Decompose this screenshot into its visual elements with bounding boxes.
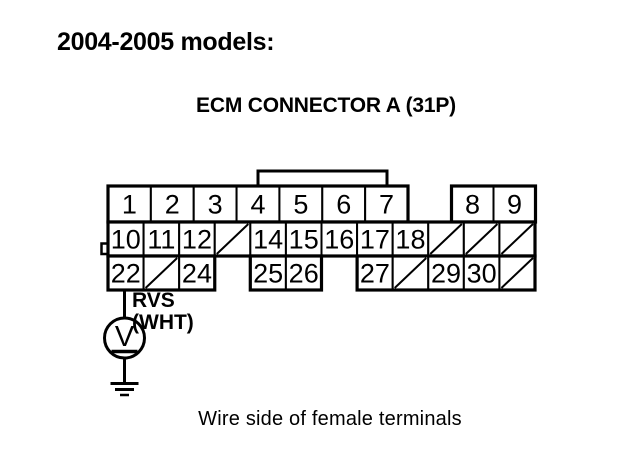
blank-cell-diagonal — [500, 223, 534, 255]
pin-label-17: 17 — [360, 225, 390, 255]
blank-cell-diagonal — [429, 223, 463, 255]
pin-label-4: 4 — [250, 190, 265, 220]
pin-cell-9 — [492, 185, 537, 223]
connector-heading: ECM CONNECTOR A (31P) — [196, 94, 456, 117]
pin-label-10: 10 — [111, 225, 141, 255]
pin-label-11: 11 — [147, 225, 175, 255]
signal-name: RVS — [132, 289, 175, 312]
pin-label-7: 7 — [379, 190, 394, 220]
pin-label-29: 29 — [431, 259, 461, 289]
pin-label-30: 30 — [467, 259, 497, 289]
pin-label-16: 16 — [324, 225, 354, 255]
blank-cell-diagonal — [393, 257, 427, 289]
pin-label-5: 5 — [293, 190, 308, 220]
pin-label-8: 8 — [465, 190, 480, 220]
connector-block-outline — [106, 254, 217, 292]
model-heading: 2004-2005 models: — [57, 28, 275, 56]
pin-label-3: 3 — [208, 190, 223, 220]
pin-label-2: 2 — [165, 190, 180, 220]
pin-label-18: 18 — [395, 225, 425, 255]
pin-label-9: 9 — [507, 190, 522, 220]
wire-color: (WHT) — [132, 311, 194, 334]
pin-label-27: 27 — [360, 259, 390, 289]
blank-cell-diagonal — [216, 223, 250, 255]
connector-tab — [256, 169, 389, 188]
connector-key-notch — [100, 242, 108, 256]
pin-label-25: 25 — [253, 259, 283, 289]
blank-cell-diagonal — [500, 257, 534, 289]
pin-label-24: 24 — [182, 259, 212, 289]
caption: Wire side of female terminals — [198, 408, 462, 430]
blank-cell-diagonal — [465, 223, 499, 255]
pin-label-26: 26 — [289, 259, 319, 289]
pin-label-1: 1 — [122, 190, 137, 220]
voltmeter-letter: V — [115, 321, 135, 353]
connector-block-outline — [248, 254, 324, 292]
pin-label-15: 15 — [289, 225, 319, 255]
probe-signal-label: RVS (WHT) — [132, 290, 194, 334]
pin-label-6: 6 — [336, 190, 351, 220]
ground-icon — [110, 382, 139, 397]
pin-label-14: 14 — [253, 225, 283, 255]
connector-block-outline — [355, 254, 537, 292]
blank-cell-diagonal — [144, 257, 178, 289]
pin-label-12: 12 — [182, 225, 212, 255]
pin-label-22: 22 — [111, 259, 141, 289]
